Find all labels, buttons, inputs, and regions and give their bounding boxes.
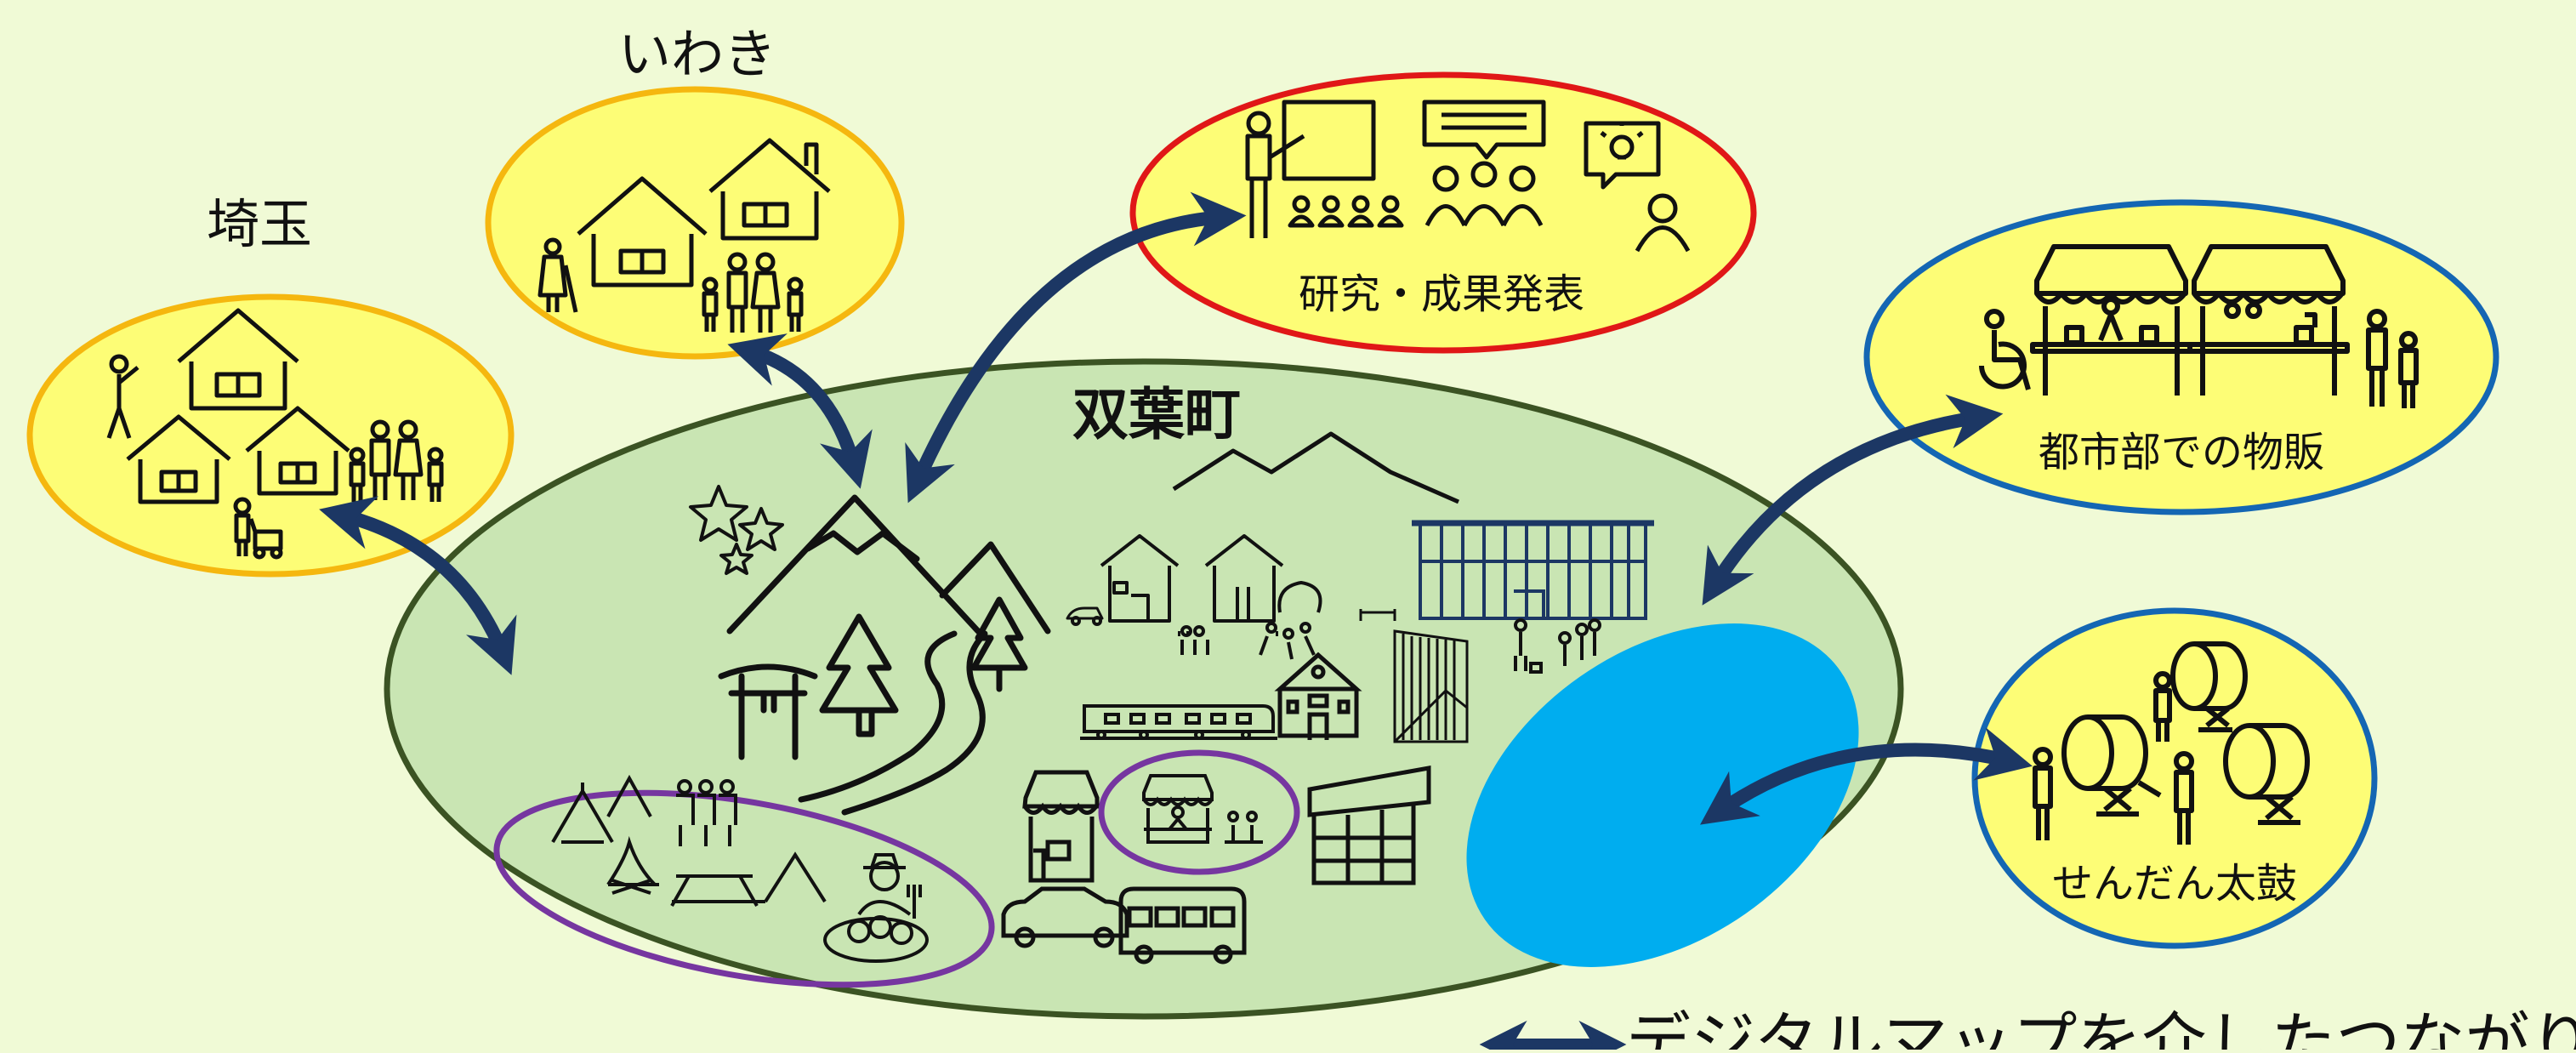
arrow-urban bbox=[1702, 394, 2004, 606]
node-sendan-taiko: せんだん太鼓 bbox=[1971, 607, 2378, 949]
arrow-taiko bbox=[1700, 727, 2033, 825]
arrow-saitama bbox=[319, 496, 517, 675]
connection-arrows bbox=[319, 191, 2033, 825]
saitama-label: 埼玉 bbox=[207, 193, 312, 255]
train bbox=[1080, 704, 1277, 740]
arrow-research bbox=[905, 191, 1247, 504]
arrow-iwaki bbox=[727, 333, 873, 489]
station-visitors bbox=[1514, 618, 1601, 674]
urban-sales-label: 都市部での物販 bbox=[2039, 429, 2324, 476]
market-stall-area bbox=[1098, 749, 1300, 875]
village-illustration bbox=[1066, 431, 1460, 660]
shops-and-vehicles bbox=[1001, 766, 1431, 965]
town-title: 双葉町 bbox=[1072, 382, 1241, 447]
node-urban-sales: 都市部での物販 bbox=[1863, 199, 2499, 515]
lake bbox=[1466, 623, 1859, 967]
legend-label: デジタルマップを介したつながり bbox=[1626, 1005, 2576, 1050]
sendan-taiko-label: せんだん太鼓 bbox=[2052, 860, 2297, 908]
iwaki-label: いわき bbox=[618, 23, 776, 85]
station-building bbox=[1412, 520, 1654, 620]
node-iwaki: いわき bbox=[485, 23, 905, 360]
museum-building bbox=[1393, 629, 1469, 743]
legend: デジタルマップを介したつながり bbox=[1479, 1005, 2576, 1053]
nature-illustration bbox=[689, 485, 1051, 816]
town-hall bbox=[1274, 652, 1362, 740]
camping-farm-area bbox=[493, 774, 995, 988]
node-saitama: 埼玉 bbox=[26, 193, 515, 578]
node-research: 研究・成果発表 bbox=[1129, 71, 1757, 354]
research-label: 研究・成果発表 bbox=[1299, 270, 1584, 318]
